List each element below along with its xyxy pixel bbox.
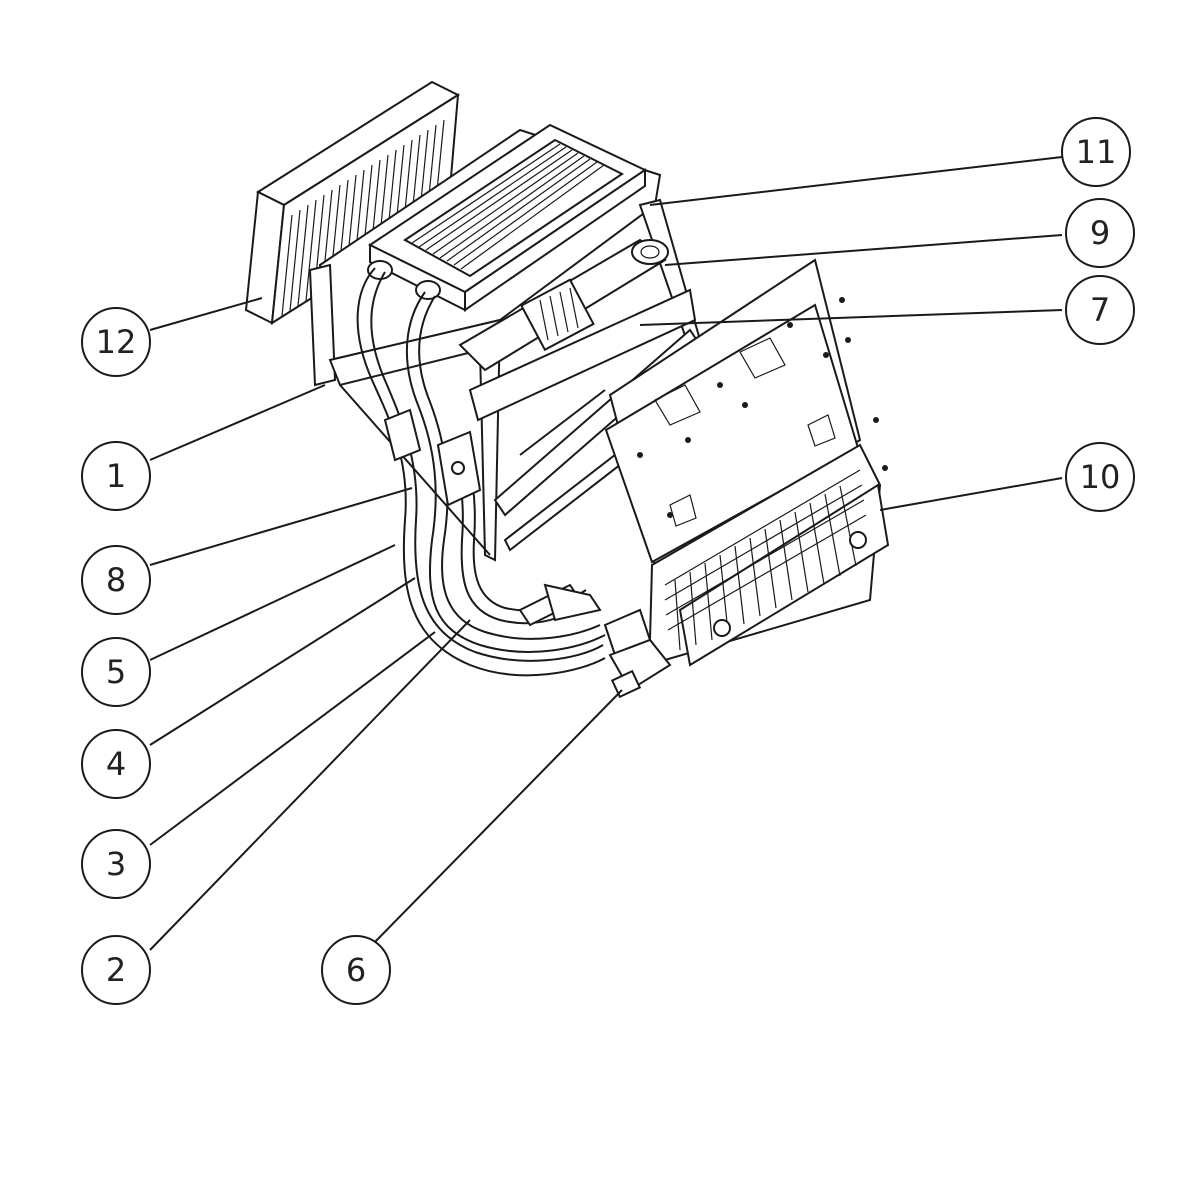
callout-7: 7 [1065, 275, 1135, 345]
callout-5: 5 [81, 637, 151, 707]
callout-9: 9 [1065, 198, 1135, 268]
callout-5-label: 5 [106, 653, 126, 691]
callout-4-label: 4 [106, 745, 126, 783]
hoses [356, 267, 606, 677]
water-valve [603, 608, 672, 699]
callout-3-label: 3 [106, 845, 126, 883]
heater-core [367, 123, 648, 312]
leader-lines [149, 156, 1063, 951]
callout-1: 1 [81, 441, 151, 511]
callout-3: 3 [81, 829, 151, 899]
blower-assembly [458, 238, 697, 422]
callout-6: 6 [321, 935, 391, 1005]
callout-12: 12 [81, 307, 151, 377]
callout-9-label: 9 [1090, 214, 1110, 252]
callout-2-label: 2 [106, 951, 126, 989]
callout-4: 4 [81, 729, 151, 799]
callout-1-label: 1 [106, 457, 126, 495]
callout-2: 2 [81, 935, 151, 1005]
callout-7-label: 7 [1090, 291, 1110, 329]
callout-8: 8 [81, 545, 151, 615]
callout-10-label: 10 [1080, 458, 1121, 496]
grille-louver [648, 443, 890, 667]
callout-11-label: 11 [1076, 133, 1117, 171]
cover-panel [604, 258, 888, 567]
bracket-hardware [383, 408, 482, 507]
callout-6-label: 6 [346, 951, 366, 989]
callout-11: 11 [1061, 117, 1131, 187]
callout-8-label: 8 [106, 561, 126, 599]
callout-10: 10 [1065, 442, 1135, 512]
callout-12-label: 12 [96, 323, 137, 361]
